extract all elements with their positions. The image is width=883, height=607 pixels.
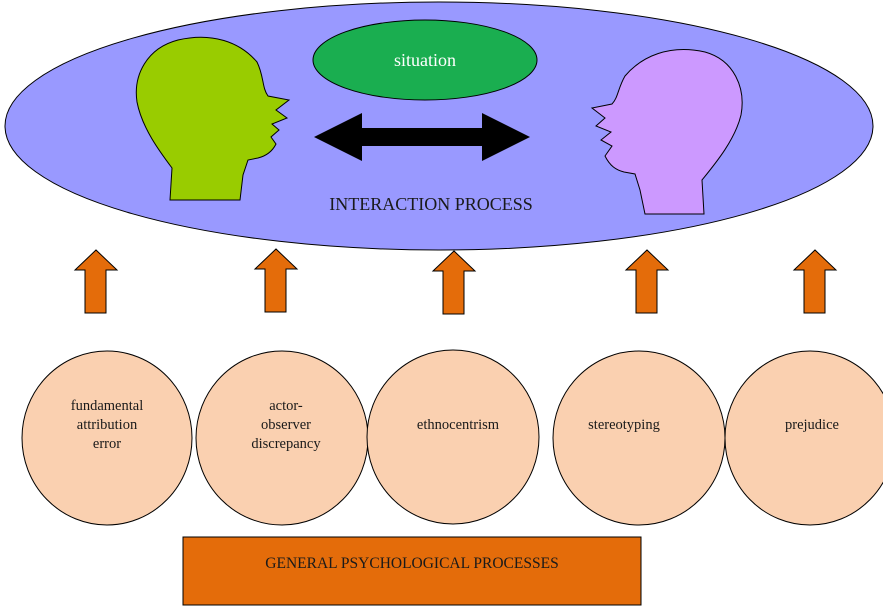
process-circle [21,350,193,526]
process-circles [21,349,883,526]
process-label-ethnocentrism: ethnocentrism [417,417,500,433]
process-circle [366,349,540,525]
up-arrow [792,249,838,314]
up-arrow [73,249,119,314]
up-arrows [73,248,838,315]
up-arrow [431,250,477,315]
process-circle [724,350,883,526]
process-circle [552,350,726,526]
situation-ellipse [312,19,538,101]
process-label-stereotyping: stereotyping [588,417,660,433]
left-head-icon [135,36,291,201]
interaction-process-label: INTERACTION PROCESS [329,194,533,214]
general-processes-label: GENERAL PSYCHOLOGICAL PROCESSES [265,555,558,572]
interaction-double-arrow [314,113,530,161]
general-processes-box [182,536,642,606]
up-arrow [624,249,670,314]
process-label-prejudice: prejudice [785,417,839,433]
right-head-icon [590,49,743,215]
up-arrow [253,248,299,313]
situation-label: situation [394,50,456,70]
